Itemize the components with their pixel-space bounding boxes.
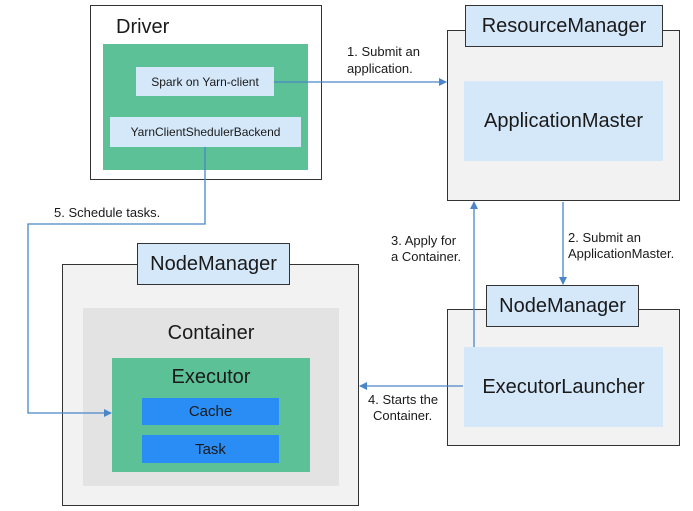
spark-on-yarn-client-box: Spark on Yarn-client	[136, 67, 274, 96]
step1-label-line1: 1. Submit an	[347, 44, 420, 59]
executor-launcher-box: ExecutorLauncher	[464, 347, 663, 427]
step2-label-line1: 2. Submit an	[568, 230, 641, 245]
container-box: Container Executor Cache Task	[83, 308, 339, 486]
step4-label-line2: Container.	[373, 408, 433, 423]
resource-manager-title: ResourceManager	[465, 5, 663, 47]
driver-box: Driver Spark on Yarn-client YarnClientSh…	[90, 5, 322, 180]
step2-label-line2: ApplicationMaster.	[568, 246, 675, 261]
executor-title: Executor	[171, 366, 251, 388]
container-title: Container	[167, 322, 255, 344]
node-manager-left-box: Container Executor Cache Task	[62, 264, 359, 506]
step5-label: 5. Schedule tasks.	[54, 205, 161, 220]
arrow-schedule-tasks	[27, 147, 206, 417]
task-box: Task	[142, 435, 279, 463]
step3-label-line1: 3. Apply for	[391, 233, 457, 248]
node-manager-right-box: ExecutorLauncher	[447, 309, 680, 446]
cache-box: Cache	[142, 398, 279, 425]
step4-label-line1: 4. Starts the	[368, 392, 439, 407]
yarn-client-scheduler-backend-box: YarnClientShedulerBackend	[110, 117, 301, 147]
step3-label-line2: a Container.	[391, 249, 462, 264]
executor-box: Executor Cache Task	[112, 358, 310, 472]
step1-label-line2: application.	[347, 61, 413, 76]
node-manager-right-title: NodeManager	[486, 285, 639, 327]
resource-manager-box: ApplicationMaster	[447, 30, 680, 201]
driver-inner: Spark on Yarn-client YarnClientShedulerB…	[103, 44, 308, 170]
node-manager-left-title: NodeManager	[137, 243, 290, 285]
application-master-box: ApplicationMaster	[464, 81, 663, 161]
driver-title: Driver	[116, 16, 170, 38]
